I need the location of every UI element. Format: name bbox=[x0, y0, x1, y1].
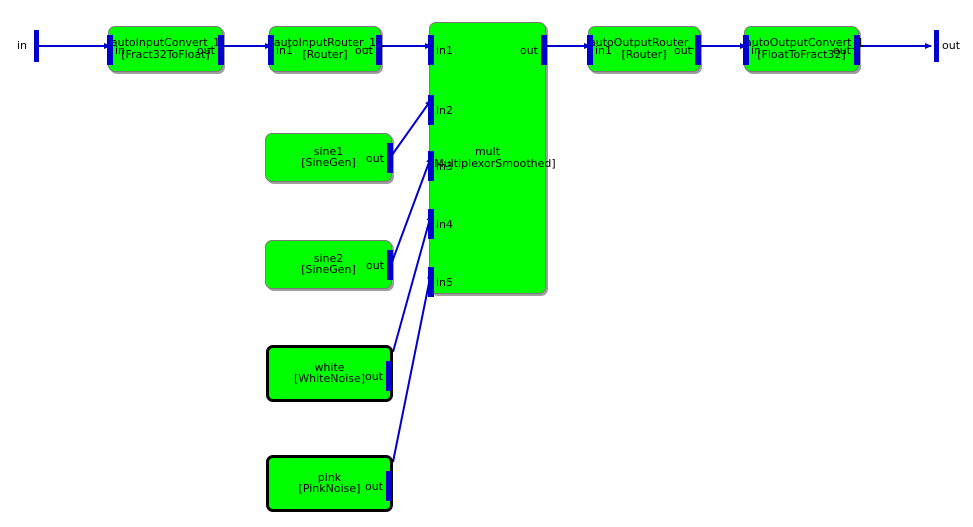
output-port-out[interactable] bbox=[218, 35, 224, 65]
input-port-in1[interactable] bbox=[268, 35, 274, 65]
terminal-graph-out[interactable] bbox=[934, 30, 939, 62]
input-port-in1[interactable] bbox=[587, 35, 593, 65]
input-port-label-in2: in2 bbox=[436, 104, 454, 117]
output-port-label-out: out bbox=[519, 44, 538, 57]
input-port-in[interactable] bbox=[107, 35, 113, 65]
input-port-label-in5: in5 bbox=[436, 276, 454, 289]
output-port-label-out: out bbox=[364, 370, 383, 383]
input-port-label-in1: in1 bbox=[595, 44, 613, 57]
output-port-out[interactable] bbox=[387, 143, 393, 173]
output-port-label-out: out bbox=[196, 44, 215, 57]
input-port-in5[interactable] bbox=[428, 267, 434, 297]
input-port-label-in1: in1 bbox=[276, 44, 294, 57]
input-port-label-in: in bbox=[115, 44, 126, 57]
wire[interactable] bbox=[392, 214, 433, 353]
input-port-in4[interactable] bbox=[428, 209, 434, 239]
output-port-label-out: out bbox=[673, 44, 692, 57]
input-port-label-in1: in1 bbox=[436, 44, 454, 57]
wire[interactable] bbox=[391, 99, 432, 156]
terminal-label-graph-in: in bbox=[17, 39, 28, 52]
terminal-graph-in[interactable] bbox=[34, 30, 39, 62]
input-port-label-in4: in4 bbox=[436, 218, 454, 231]
output-port-out[interactable] bbox=[386, 471, 392, 501]
block-name: mult bbox=[474, 145, 501, 159]
output-port-label-out: out bbox=[365, 152, 384, 165]
block-sine2[interactable]: sine2[SineGen]out bbox=[265, 240, 393, 289]
output-port-out[interactable] bbox=[386, 361, 392, 391]
output-port-out[interactable] bbox=[387, 250, 393, 280]
output-port-out[interactable] bbox=[376, 35, 382, 65]
input-port-in1[interactable] bbox=[428, 35, 434, 65]
input-port-label-in: in bbox=[751, 44, 762, 57]
block-pink[interactable]: pink[PinkNoise]out bbox=[266, 455, 393, 512]
input-port-in2[interactable] bbox=[428, 95, 434, 125]
input-port-in3[interactable] bbox=[428, 151, 434, 181]
block-white[interactable]: white[WhiteNoise]out bbox=[266, 345, 393, 402]
wire[interactable] bbox=[392, 272, 433, 463]
output-port-label-out: out bbox=[364, 480, 383, 493]
block-sine1[interactable]: sine1[SineGen]out bbox=[265, 133, 393, 182]
wire[interactable] bbox=[391, 156, 432, 263]
output-port-out[interactable] bbox=[541, 35, 547, 65]
output-port-label-out: out bbox=[365, 259, 384, 272]
terminal-label-graph-out: out bbox=[942, 39, 961, 52]
output-port-out[interactable] bbox=[854, 35, 860, 65]
output-port-label-out: out bbox=[832, 44, 851, 57]
output-port-label-out: out bbox=[354, 44, 373, 57]
output-port-out[interactable] bbox=[695, 35, 701, 65]
input-port-in[interactable] bbox=[743, 35, 749, 65]
input-port-label-in3: in3 bbox=[436, 160, 454, 173]
